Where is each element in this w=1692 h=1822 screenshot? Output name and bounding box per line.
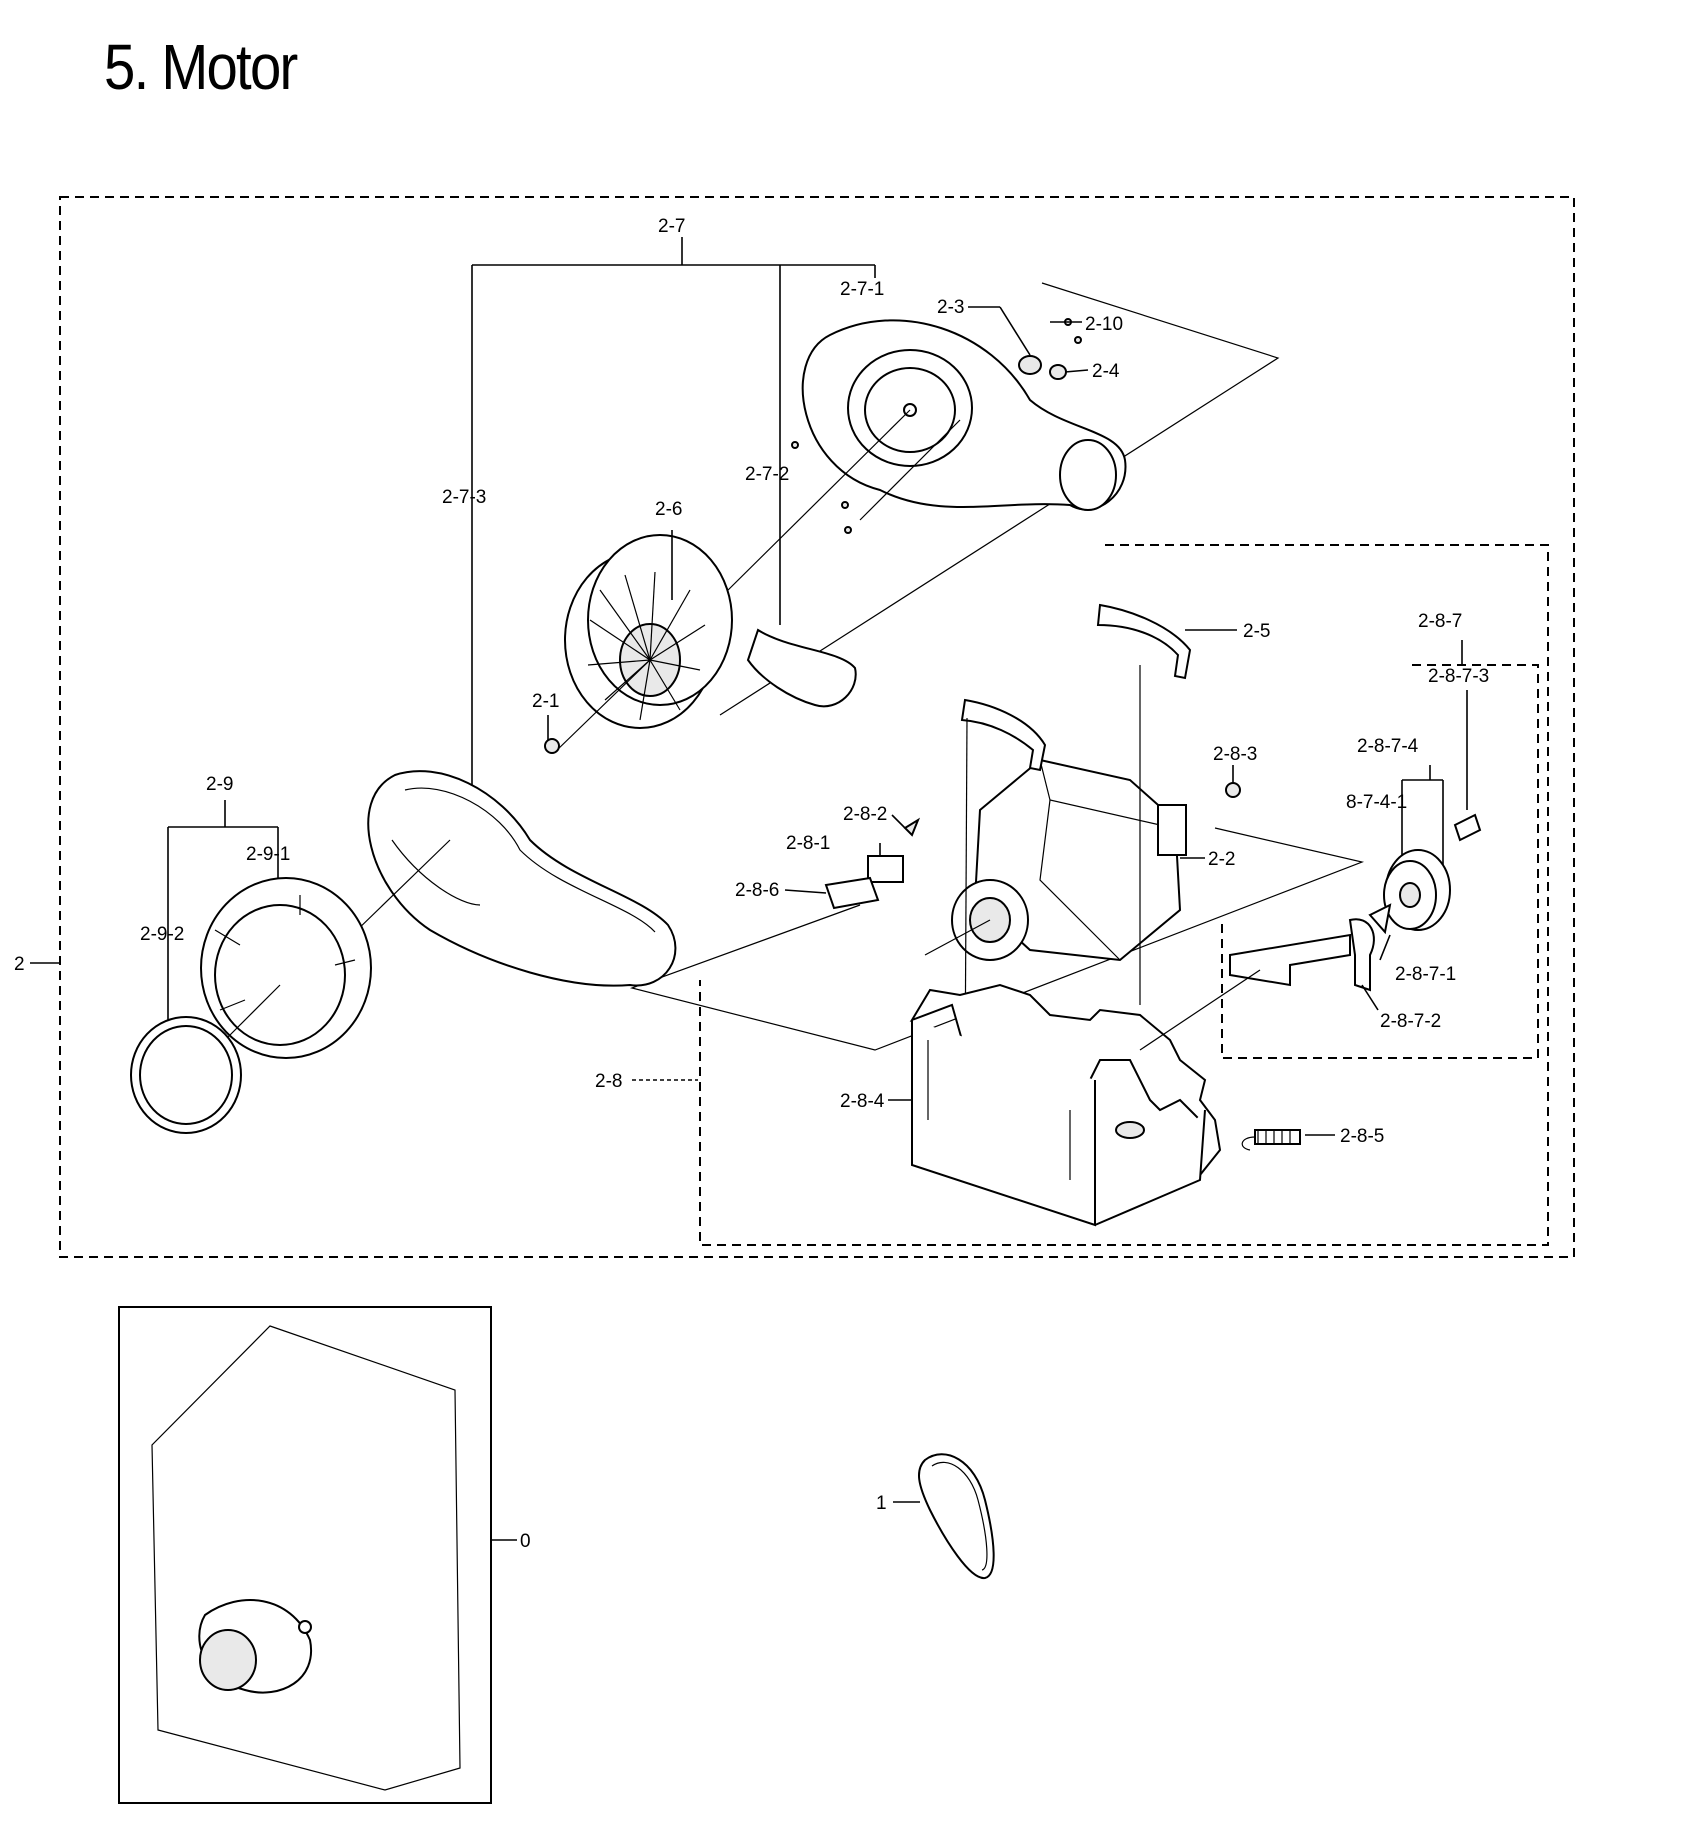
callout-8-7-4-1: 8-7-4-1 <box>1346 792 1407 813</box>
callout-2-8-7-2: 2-8-7-2 <box>1380 1011 1441 1032</box>
bracket-2-7 <box>471 237 876 800</box>
callout-2-8-2: 2-8-2 <box>843 804 887 825</box>
callout-2-1: 2-1 <box>532 691 559 712</box>
blower-wheel <box>564 534 733 729</box>
blower-housing-front <box>367 770 677 987</box>
screw <box>791 441 799 449</box>
callout-2-4: 2-4 <box>1092 361 1120 382</box>
nut-2-4 <box>1049 364 1067 380</box>
leader-lines <box>30 306 1468 1541</box>
callout-2-2: 2-2 <box>1208 849 1235 870</box>
callout-1: 1 <box>876 1493 887 1514</box>
pulley-shaft <box>1453 813 1482 842</box>
callout-2-10: 2-10 <box>1085 314 1123 335</box>
callout-2-8-3: 2-8-3 <box>1213 744 1257 765</box>
callout-2-6: 2-6 <box>655 499 682 520</box>
housing-cover <box>200 877 372 1059</box>
callout-2-8-5: 2-8-5 <box>1340 1126 1384 1147</box>
screw-2-8-3 <box>1225 782 1241 798</box>
callout-2-8-7-4: 2-8-7-4 <box>1357 736 1419 757</box>
callout-2-8-7-1: 2-8-7-1 <box>1395 964 1456 985</box>
callout-2-7-1: 2-7-1 <box>840 279 884 300</box>
assembly-2-8-boundary <box>699 544 1549 1246</box>
idler-pulley <box>1383 849 1451 931</box>
assembly-plane-motor <box>629 827 1365 1051</box>
screw <box>841 501 849 509</box>
callout-2-8-4: 2-8-4 <box>840 1091 885 1112</box>
nut-2-1 <box>544 738 560 754</box>
drum-outline <box>151 1325 461 1791</box>
page-title: 5. Motor <box>104 31 298 103</box>
callout-2-8-7-3: 2-8-7-3 <box>1428 666 1489 687</box>
assembly-plane-upper <box>719 282 1280 716</box>
blower-housing-rear <box>801 319 1127 511</box>
safety-switch <box>824 876 880 910</box>
callout-2-7-3: 2-7-3 <box>442 487 486 508</box>
tension-spring <box>1241 1129 1301 1151</box>
callout-2-9-1: 2-9-1 <box>246 844 290 865</box>
callout-2: 2 <box>14 954 25 975</box>
callout-2-8-7: 2-8-7 <box>1418 611 1462 632</box>
motor-blower-thumbnail <box>198 1599 313 1694</box>
assembly-2-8-7-boundary <box>1221 664 1539 1059</box>
motor-clamp-rear <box>1096 603 1192 680</box>
drive-belt <box>918 1453 995 1579</box>
callout-2-7-2: 2-7-2 <box>745 464 789 485</box>
screw <box>1074 336 1082 344</box>
callout-2-8-1: 2-8-1 <box>786 833 830 854</box>
duct-seal <box>746 628 857 708</box>
callout-2-3: 2-3 <box>937 297 964 318</box>
drum-assembly-box <box>118 1306 492 1804</box>
nut-2-3 <box>1018 355 1042 375</box>
assembly-2-boundary <box>59 196 1575 1258</box>
callout-2-7: 2-7 <box>658 216 685 237</box>
callout-2-8-6: 2-8-6 <box>735 880 779 901</box>
switch-clip <box>903 817 921 837</box>
callout-2-8: 2-8 <box>595 1071 622 1092</box>
retaining-clip <box>1368 903 1392 935</box>
idler-bracket <box>1229 918 1375 992</box>
motor-mount-base <box>909 983 1222 1227</box>
motor <box>951 758 1187 962</box>
motor-clamp-front <box>960 698 1047 772</box>
callout-0: 0 <box>520 1531 531 1552</box>
callout-2-9: 2-9 <box>206 774 233 795</box>
screw <box>844 526 852 534</box>
callout-2-5: 2-5 <box>1243 621 1270 642</box>
housing-gasket <box>130 1016 242 1134</box>
callout-2-9-2: 2-9-2 <box>140 924 184 945</box>
motor-switch <box>867 855 904 883</box>
